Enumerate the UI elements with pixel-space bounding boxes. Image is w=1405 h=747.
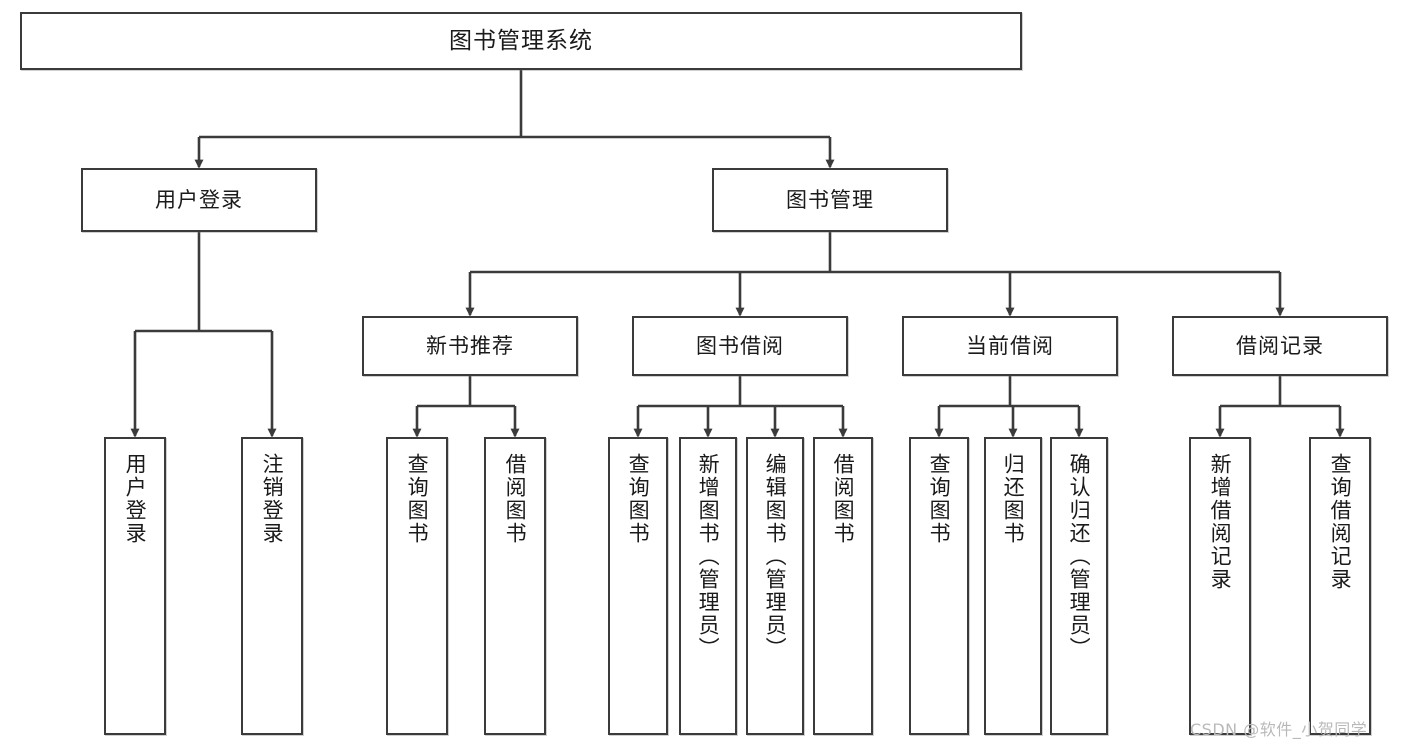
node-label-b4: 借阅图书 <box>831 453 856 545</box>
node-label-root: 图书管理系统 <box>449 27 593 54</box>
node-box-c1[interactable]: 查询图书 <box>909 437 969 735</box>
connector-group <box>130 70 1345 438</box>
node-box-r2[interactable]: 查询借阅记录 <box>1309 437 1371 735</box>
node-box-c2[interactable]: 归还图书 <box>984 437 1042 735</box>
node-box-b2[interactable]: 新增图书（管理员） <box>679 437 737 735</box>
node-label-login: 用户登录 <box>155 187 243 212</box>
node-label-bookmgmt: 图书管理 <box>786 187 874 212</box>
node-label-b1: 查询图书 <box>626 453 651 545</box>
node-label-b3: 编辑图书（管理员） <box>763 453 788 660</box>
node-label-n2: 借阅图书 <box>503 453 528 545</box>
node-label-newbook: 新书推荐 <box>426 333 514 358</box>
node-box-b3[interactable]: 编辑图书（管理员） <box>746 437 804 735</box>
node-box-records[interactable]: 借阅记录 <box>1172 316 1388 376</box>
node-label-l2: 注销登录 <box>260 453 285 545</box>
node-box-current[interactable]: 当前借阅 <box>902 316 1118 376</box>
node-box-n2[interactable]: 借阅图书 <box>484 437 546 735</box>
csdn-watermark: CSDN @软件_小贺同学 <box>1190 720 1368 739</box>
node-label-r2: 查询借阅记录 <box>1328 453 1353 591</box>
node-label-b2: 新增图书（管理员） <box>696 453 721 660</box>
node-label-r1: 新增借阅记录 <box>1208 453 1233 591</box>
node-box-l1[interactable]: 用户登录 <box>104 437 166 735</box>
node-label-borrow: 图书借阅 <box>696 333 784 358</box>
node-label-n1: 查询图书 <box>405 453 430 545</box>
node-label-l1: 用户登录 <box>123 453 148 545</box>
node-box-login[interactable]: 用户登录 <box>81 168 317 232</box>
node-box-c3[interactable]: 确认归还（管理员） <box>1050 437 1108 735</box>
node-box-r1[interactable]: 新增借阅记录 <box>1189 437 1251 735</box>
node-box-l2[interactable]: 注销登录 <box>241 437 303 735</box>
node-label-current: 当前借阅 <box>966 333 1054 358</box>
node-label-c2: 归还图书 <box>1001 453 1026 545</box>
node-label-c1: 查询图书 <box>927 453 952 545</box>
node-box-root[interactable]: 图书管理系统 <box>20 12 1022 70</box>
node-box-b1[interactable]: 查询图书 <box>608 437 668 735</box>
node-label-c3: 确认归还（管理员） <box>1067 453 1092 660</box>
node-box-newbook[interactable]: 新书推荐 <box>362 316 578 376</box>
node-box-borrow[interactable]: 图书借阅 <box>632 316 848 376</box>
node-box-n1[interactable]: 查询图书 <box>386 437 448 735</box>
node-box-bookmgmt[interactable]: 图书管理 <box>712 168 948 232</box>
node-label-records: 借阅记录 <box>1236 333 1324 358</box>
node-box-b4[interactable]: 借阅图书 <box>813 437 873 735</box>
